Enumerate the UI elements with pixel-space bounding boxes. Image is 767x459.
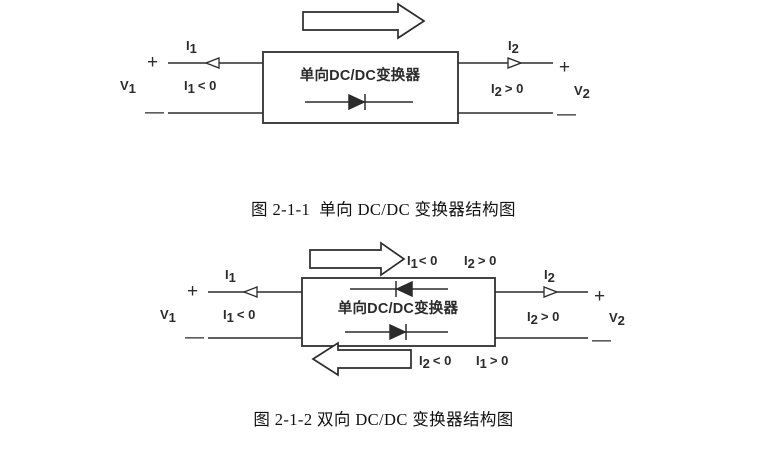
top-flow-label-1: I1< 0	[407, 253, 437, 271]
figure-1-caption: 图 2-1-1 单向 DC/DC 变换器结构图	[251, 200, 516, 219]
power-flow-arrow-right-top	[302, 2, 426, 40]
bottom-flow-label-2: I1> 0	[476, 353, 508, 371]
left-plus-sign: +	[147, 52, 158, 73]
right-current-label: I2	[508, 38, 519, 56]
figure-unidirectional-dcdc: 单向DC/DC变换器 I1 + — V1 I1< 0	[120, 2, 590, 125]
right-voltage-label: V2	[609, 310, 625, 328]
converter-block-label: 单向DC/DC变换器	[338, 299, 459, 317]
left-voltage-label: V1	[160, 307, 176, 325]
converter-block-label: 单向DC/DC变换器	[300, 66, 421, 84]
left-voltage-label: V1	[120, 78, 136, 96]
left-port-labels: I1 + — V1 I1< 0	[120, 38, 216, 123]
right-plus-sign: +	[559, 57, 570, 78]
right-plus-sign: +	[594, 286, 605, 307]
right-minus-sign: —	[557, 104, 576, 125]
figure-bidirectional-dcdc: I1< 0 I2> 0 单向DC/DC变换器 I2< 0	[160, 241, 625, 377]
right-current-condition: I2> 0	[491, 81, 523, 99]
left-port-wiring	[208, 286, 302, 339]
left-current-label: I1	[225, 267, 236, 285]
right-current-label: I2	[544, 267, 555, 285]
right-port-wiring	[458, 57, 553, 114]
power-flow-arrow-left-bottom: I2< 0 I1> 0	[311, 341, 508, 377]
left-current-label: I1	[186, 38, 197, 56]
right-minus-sign: —	[592, 330, 611, 351]
left-current-condition: I1< 0	[184, 78, 216, 96]
left-minus-sign: —	[185, 327, 204, 348]
power-flow-arrow-right-top: I1< 0 I2> 0	[309, 241, 496, 277]
converter-block	[262, 51, 459, 124]
right-voltage-label: V2	[574, 83, 590, 101]
diode-forward-icon	[305, 93, 413, 111]
right-port-labels: I2 + — V2 I2> 0	[491, 38, 590, 125]
left-plus-sign: +	[187, 281, 198, 302]
right-current-condition: I2> 0	[527, 309, 559, 327]
figure-2-caption: 图 2-1-2 双向 DC/DC 变换器结构图	[253, 410, 514, 429]
left-minus-sign: —	[145, 102, 164, 123]
right-port-wiring	[495, 286, 588, 339]
left-current-condition: I1< 0	[223, 307, 255, 325]
diode-reverse-icon	[350, 280, 448, 298]
left-port-wiring	[168, 57, 263, 114]
left-port-labels: I1 + — V1 I1< 0	[160, 267, 255, 348]
converter-block	[301, 277, 496, 347]
right-port-labels: I2 + — V2 I2> 0	[527, 267, 625, 351]
bottom-flow-label-1: I2< 0	[419, 353, 451, 371]
top-flow-label-2: I2> 0	[464, 253, 496, 271]
diode-forward-icon	[345, 323, 448, 341]
